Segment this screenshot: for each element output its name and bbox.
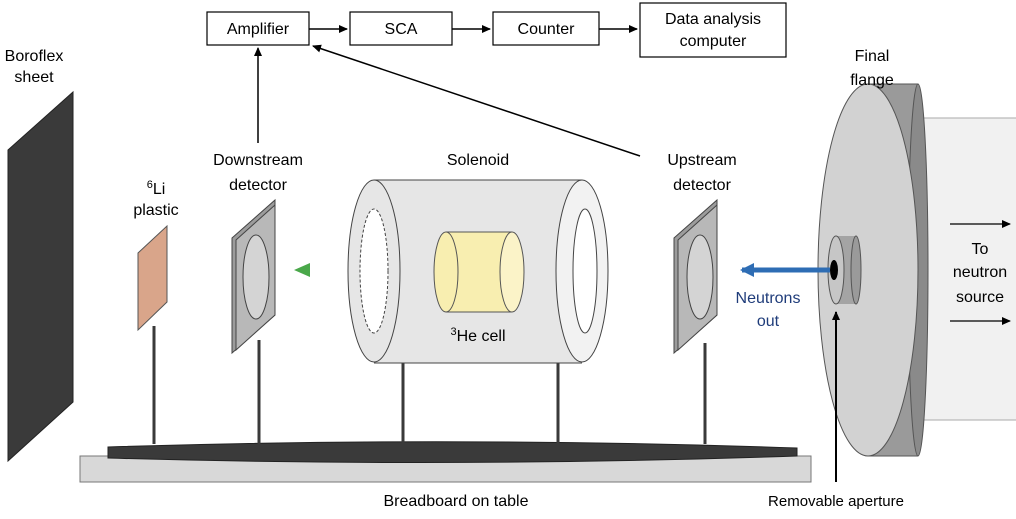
sca-label: SCA xyxy=(385,21,418,38)
computer-block: Data analysis computer xyxy=(639,2,787,58)
he-cell-label: 3He cell xyxy=(450,326,505,345)
amplifier-block: Amplifier xyxy=(206,11,310,46)
li-text: Li xyxy=(153,181,165,198)
downstream-label-line1: Downstream xyxy=(213,152,303,169)
counter-block: Counter xyxy=(492,11,600,46)
li-plastic xyxy=(137,224,168,332)
computer-label-line1: Data analysis xyxy=(665,11,761,28)
upstream-signal-line xyxy=(312,44,641,157)
to-source-label-line1: To xyxy=(972,241,989,258)
removable-aperture xyxy=(827,235,862,305)
breadboard xyxy=(79,441,812,483)
downstream-detector xyxy=(231,198,276,355)
upstream-label-line1: Upstream xyxy=(667,152,736,169)
posts xyxy=(152,326,707,444)
li-label-line1: 6Li xyxy=(147,179,166,198)
aperture-label: Removable aperture xyxy=(768,493,904,510)
amplifier-label: Amplifier xyxy=(227,21,290,38)
solenoid-front xyxy=(555,179,609,363)
final-flange xyxy=(817,83,1016,457)
boroflex-label-line2: sheet xyxy=(14,69,54,86)
flange-label-line1: Final xyxy=(855,48,890,65)
solenoid-label: Solenoid xyxy=(447,152,509,169)
li-superscript: 6 xyxy=(147,179,153,191)
sca-block: SCA xyxy=(349,11,453,46)
upstream-detector xyxy=(673,198,718,355)
he-text: He cell xyxy=(457,328,506,345)
computer-label-line2: computer xyxy=(680,33,747,50)
to-source-label-line3: source xyxy=(956,289,1004,306)
to-source-label-line2: neutron xyxy=(953,264,1007,281)
upstream-label-line2: detector xyxy=(673,177,731,194)
neutrons-label-line1: Neutrons xyxy=(736,290,801,307)
downstream-label-line2: detector xyxy=(229,177,287,194)
breadboard-label: Breadboard on table xyxy=(384,493,529,510)
he-superscript: 3 xyxy=(450,326,456,338)
beam-arrowhead xyxy=(294,263,310,277)
li-label-line2: plastic xyxy=(133,202,178,219)
neutrons-label-line2: out xyxy=(757,313,780,330)
flange-label-line2: flange xyxy=(850,72,894,89)
counter-label: Counter xyxy=(518,21,576,38)
boroflex-label-line1: Boroflex xyxy=(5,48,64,65)
boroflex-sheet xyxy=(7,90,74,463)
